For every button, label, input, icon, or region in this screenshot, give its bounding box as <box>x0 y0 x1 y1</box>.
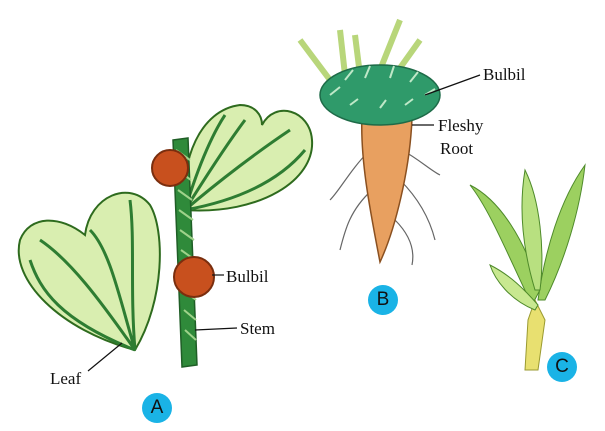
panel-c-shoot <box>469 163 586 371</box>
bulbil-cluster <box>319 64 441 126</box>
label-root: Root <box>440 139 474 158</box>
panel-b-plant <box>297 18 481 266</box>
leaf-upper <box>183 103 314 212</box>
fleshy-root <box>360 114 413 265</box>
badge-a: A <box>142 393 172 423</box>
leaf-left <box>17 191 161 352</box>
label-fleshy: Fleshy <box>438 116 484 135</box>
badge-b: B <box>368 285 398 315</box>
root-roots <box>329 149 441 266</box>
label-b-bulbil: Bulbil <box>483 65 526 84</box>
bulbil-upper <box>151 149 189 187</box>
bulbil-lower <box>173 256 215 298</box>
label-leaf: Leaf <box>50 369 82 388</box>
badge-c: C <box>547 352 577 382</box>
label-a-bulbil: Bulbil <box>226 267 269 286</box>
panel-a-plant <box>17 103 314 372</box>
label-stem: Stem <box>240 319 275 338</box>
